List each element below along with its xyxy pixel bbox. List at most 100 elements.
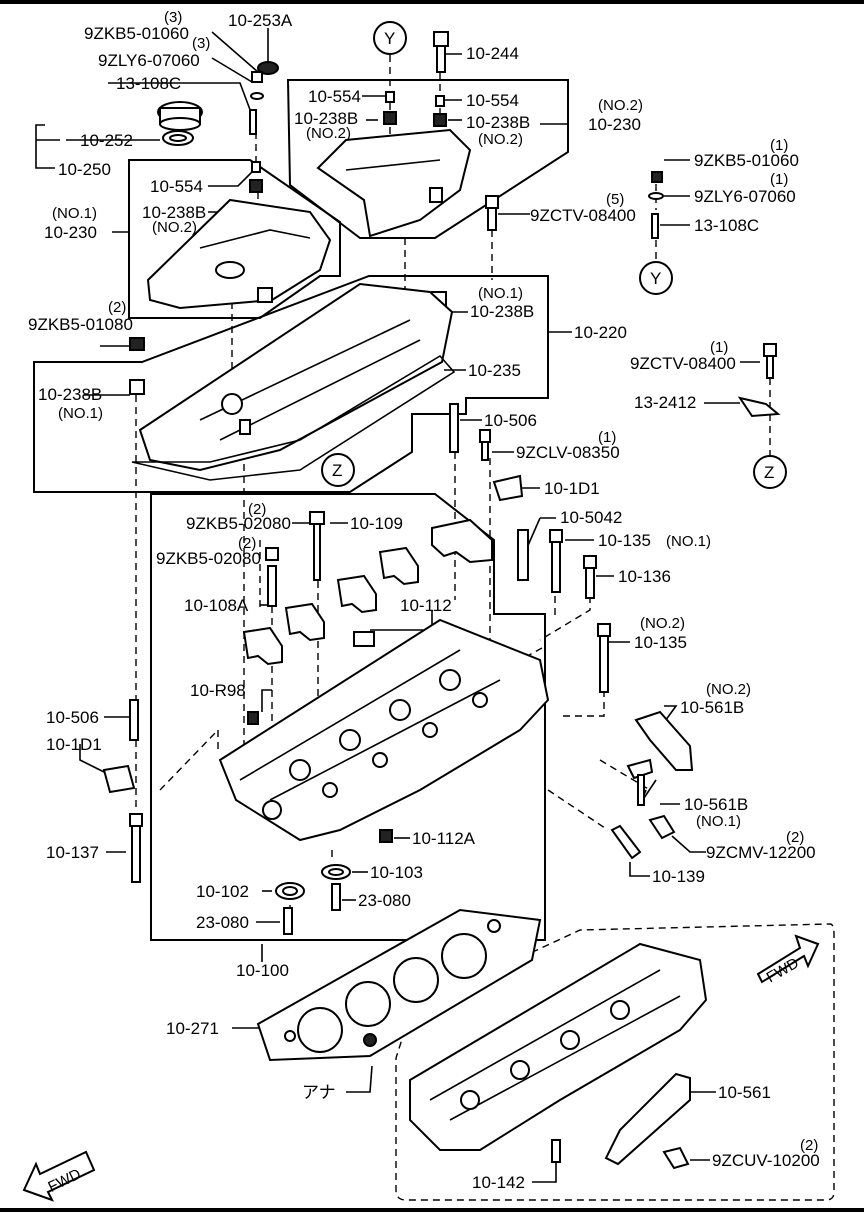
label-23-080: 23-080 [358, 891, 411, 910]
label-10-554: 10-554 [466, 91, 519, 110]
note-label: (NO.2) [152, 219, 197, 236]
label-13-108C: 13-108C [116, 74, 181, 93]
top-rule [0, 0, 864, 4]
label-10-230: 10-230 [44, 223, 97, 242]
label-10-230: 10-230 [588, 115, 641, 134]
ref-circle-z-center [321, 453, 355, 487]
label-10-102: 10-102 [196, 882, 249, 901]
qty-label: (2) [800, 1137, 818, 1154]
label-10-506: 10-506 [46, 708, 99, 727]
label-10-238B: 10-238B [466, 113, 530, 132]
label-10-561B: 10-561B [680, 698, 744, 717]
label-10-108A: 10-108A [184, 596, 249, 615]
label-10-506: 10-506 [484, 411, 537, 430]
ref-letter: Y [650, 269, 661, 288]
label-9ZKB5-01080: 9ZKB5-01080 [28, 315, 133, 334]
label-10-R98: 10-R98 [190, 681, 246, 700]
bottom-rule [0, 1208, 864, 1212]
qty-label: (1) [598, 429, 616, 446]
label-10-109: 10-109 [350, 514, 403, 533]
note-label: (NO.2) [598, 97, 643, 114]
group-box-cover-no1 [128, 159, 341, 319]
label-10-112A: 10-112A [412, 829, 476, 848]
ref-circle-y-top [373, 21, 407, 55]
note-label: (NO.2) [478, 131, 523, 148]
label-23-080: 23-080 [196, 913, 249, 932]
label-9ZCMV-12200: 9ZCMV-12200 [706, 843, 816, 862]
label-10-271: 10-271 [166, 1019, 219, 1038]
cover-no2-shape [316, 128, 472, 238]
label-10-244: 10-244 [466, 44, 519, 63]
label-9ZCTV-08400: 9ZCTV-08400 [630, 354, 736, 373]
label-9ZCLV-08350: 9ZCLV-08350 [516, 443, 620, 462]
label-9ZKB5-01060: 9ZKB5-01060 [694, 151, 799, 170]
qty-label: (2) [238, 535, 256, 552]
head-gasket-shape [256, 908, 542, 1062]
label-10-253A: 10-253A [228, 11, 293, 30]
head-cover-gasket [131, 354, 456, 481]
label-9ZLY6-07060: 9ZLY6-07060 [98, 51, 200, 70]
part-labels: 10-253A (3) 9ZKB5-01060 (3) 9ZLY6-07060 … [28, 9, 820, 1196]
left-column-fasteners [102, 511, 325, 883]
ref-circle-y-mid [639, 261, 673, 295]
label-13-108C: 13-108C [694, 216, 759, 235]
note-label: (NO.2) [306, 125, 351, 142]
qty-label: (5) [606, 191, 624, 208]
label-10-238B: 10-238B [470, 302, 534, 321]
label-10-100: 10-100 [236, 961, 289, 980]
label-10-135: 10-135 [598, 531, 651, 550]
label-10-142: 10-142 [472, 1173, 525, 1192]
bearing-caps [242, 518, 493, 666]
label-10-554: 10-554 [308, 87, 361, 106]
label-ana: アナ [302, 1083, 336, 1102]
group-box-cover-no2 [286, 79, 569, 239]
note-label: (NO.1) [58, 405, 103, 422]
ref-letter: Z [764, 463, 774, 482]
qty-label: (1) [770, 137, 788, 154]
qty-label: (2) [108, 299, 126, 316]
note-label: (NO.1) [52, 205, 97, 222]
ref-letter: Y [384, 29, 395, 48]
oil-filler-cap [157, 101, 203, 146]
label-10-252: 10-252 [80, 131, 133, 150]
qty-label: (1) [770, 171, 788, 188]
label-13-2412: 13-2412 [634, 393, 696, 412]
qty-label: (3) [164, 9, 182, 26]
qty-label: (3) [192, 35, 210, 52]
bracket-10-250 [35, 124, 60, 169]
label-10-112: 10-112 [400, 596, 452, 615]
label-10-1D1: 10-1D1 [544, 479, 600, 498]
qty-label: (2) [248, 501, 266, 518]
qty-label: (2) [786, 829, 804, 846]
qty-label: (1) [710, 339, 728, 356]
label-9ZLY6-07060: 9ZLY6-07060 [694, 187, 796, 206]
group-box-head-cover [33, 275, 549, 493]
label-10-238B: 10-238B [142, 203, 206, 222]
cylinder-head-shape [218, 618, 550, 842]
label-10-139: 10-139 [652, 867, 705, 886]
label-10-238B: 10-238B [38, 385, 102, 404]
label-9ZCTV-08400: 9ZCTV-08400 [530, 206, 636, 225]
label-10-135: 10-135 [634, 633, 687, 652]
label-10-1D1: 10-1D1 [46, 735, 102, 754]
label-10-5042: 10-5042 [560, 508, 622, 527]
label-9ZCUV-10200: 9ZCUV-10200 [712, 1151, 820, 1170]
fwd-arrow-right [756, 934, 820, 984]
label-10-250: 10-250 [58, 160, 111, 179]
label-10-136: 10-136 [618, 567, 671, 586]
alt-cylinder-head-shape [409, 942, 708, 1170]
right-side-fasteners [449, 343, 781, 693]
ref-circle-z-right [753, 455, 787, 489]
label-9ZKB5-02080: 9ZKB5-02080 [186, 514, 291, 533]
label-10-238B: 10-238B [294, 109, 358, 128]
group-box-alt-head [395, 923, 835, 1201]
lower-small-parts [275, 710, 694, 935]
note-label: (NO.1) [666, 533, 711, 550]
note-label: (NO.2) [706, 681, 751, 698]
note-label: (NO.1) [478, 285, 523, 302]
label-10-220: 10-220 [574, 323, 627, 342]
cover-no1-shape [146, 198, 332, 310]
label-9ZKB5-01060: 9ZKB5-01060 [84, 24, 189, 43]
fwd-arrow-left [22, 1150, 96, 1202]
